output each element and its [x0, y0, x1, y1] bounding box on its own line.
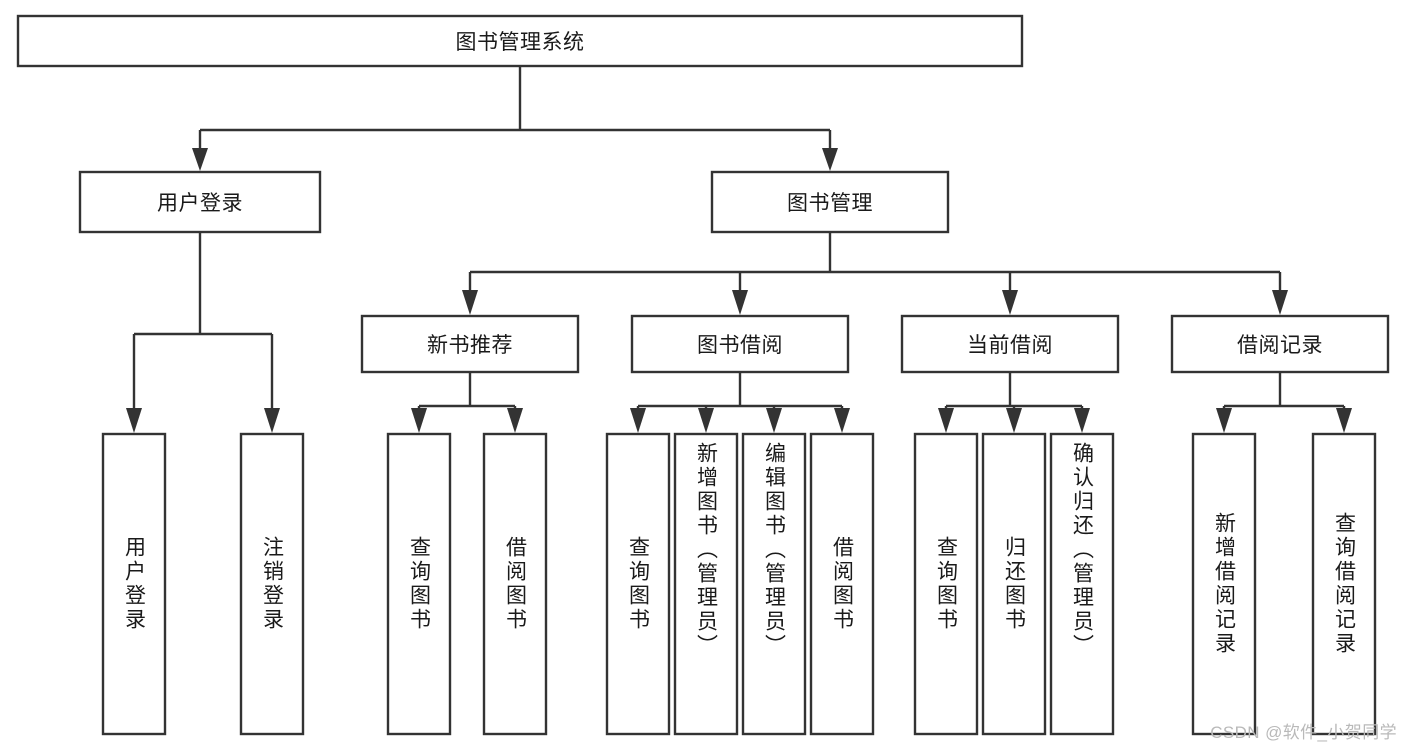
node-box-leaf-query-book-3[interactable]	[913, 432, 979, 736]
arrow-to-user-login	[192, 148, 208, 171]
node-box-leaf-user-logout[interactable]	[239, 432, 305, 736]
arrow-to-book-borrow	[732, 290, 748, 315]
arrow-to-leaf-user-login	[126, 408, 142, 433]
node-box-user-login[interactable]	[78, 170, 322, 234]
node-box-root[interactable]	[16, 14, 1024, 68]
node-box-leaf-edit-book[interactable]	[741, 432, 807, 736]
node-box-new-book-recommend[interactable]	[360, 314, 580, 374]
arrow-to-book-management	[822, 148, 838, 171]
node-box-leaf-user-login[interactable]	[101, 432, 167, 736]
node-box-leaf-borrow-book-1[interactable]	[482, 432, 548, 736]
arrow-to-leaf-query-book-1	[411, 408, 427, 433]
connector-user-login-to-leaves	[126, 232, 280, 433]
node-box-leaf-add-record[interactable]	[1191, 432, 1257, 736]
node-box-borrow-record[interactable]	[1170, 314, 1390, 374]
node-box-leaf-borrow-book-2[interactable]	[809, 432, 875, 736]
arrow-to-leaf-edit-book	[766, 408, 782, 433]
node-box-leaf-add-book[interactable]	[673, 432, 739, 736]
arrow-to-new-book-recommend	[462, 290, 478, 315]
node-box-current-borrow[interactable]	[900, 314, 1120, 374]
node-box-leaf-query-book-1[interactable]	[386, 432, 452, 736]
node-box-leaf-query-record[interactable]	[1311, 432, 1377, 736]
node-box-book-borrow[interactable]	[630, 314, 850, 374]
arrow-to-leaf-return-book	[1006, 408, 1022, 433]
arrow-to-leaf-query-book-2	[630, 408, 646, 433]
connector-root-to-level2	[192, 66, 838, 171]
node-box-leaf-query-book-2[interactable]	[605, 432, 671, 736]
arrow-to-leaf-user-logout	[264, 408, 280, 433]
arrow-to-borrow-record	[1272, 290, 1288, 315]
connector-book-borrow-to-leaves	[630, 372, 850, 433]
arrow-to-leaf-borrow-book-2	[834, 408, 850, 433]
arrow-to-leaf-query-book-3	[938, 408, 954, 433]
arrow-to-leaf-borrow-book-1	[507, 408, 523, 433]
arrow-to-leaf-query-record	[1336, 408, 1352, 433]
node-box-leaf-confirm-return[interactable]	[1049, 432, 1115, 736]
arrow-to-leaf-confirm-return	[1074, 408, 1090, 433]
connector-borrow-record-to-leaves	[1216, 372, 1352, 433]
arrow-to-leaf-add-book	[698, 408, 714, 433]
connector-current-borrow-to-leaves	[938, 372, 1090, 433]
node-box-leaf-return-book[interactable]	[981, 432, 1047, 736]
connector-book-management-to-level3	[462, 232, 1288, 315]
connector-new-book-recommend-to-leaves	[411, 372, 523, 433]
arrow-to-current-borrow	[1002, 290, 1018, 315]
arrow-to-leaf-add-record	[1216, 408, 1232, 433]
node-box-book-management[interactable]	[710, 170, 950, 234]
